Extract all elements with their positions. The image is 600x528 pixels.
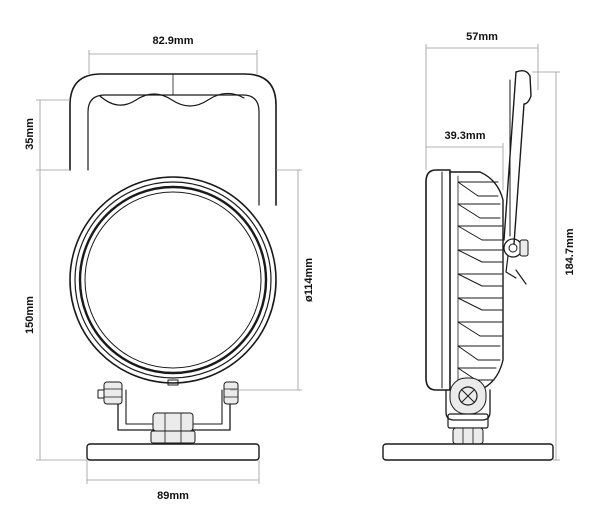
- dimension-depth-total: 57mm: [425, 31, 539, 170]
- bracket-front: [97, 381, 239, 444]
- lens-side: [425, 169, 451, 391]
- dimension-height-handle: 35mm: [24, 99, 70, 171]
- dim-label-diameter: ø114mm: [303, 258, 315, 302]
- dimension-height-body: 150mm: [24, 170, 87, 461]
- dimension-height-total: 184.7mm: [532, 71, 576, 461]
- dimension-width-handle: 82.9mm: [88, 35, 258, 74]
- cooling-fins: [457, 175, 503, 387]
- lamp-head-front: [69, 176, 277, 386]
- dimension-diameter: ø114mm: [230, 169, 315, 391]
- side-view: 57mm 39.3mm 184.7mm: [382, 31, 576, 461]
- dim-label-height-handle: 35mm: [24, 118, 36, 150]
- handle-front: [69, 73, 277, 206]
- dimension-width-base: 89mm: [86, 460, 260, 502]
- bracket-side: [445, 377, 491, 445]
- dimension-depth-body: 39.3mm: [426, 130, 504, 190]
- dim-label-depth-total: 57mm: [466, 31, 498, 43]
- housing-side: [449, 171, 504, 391]
- handle-side: [503, 69, 532, 285]
- dim-label-depth-body: 39.3mm: [445, 130, 486, 142]
- dim-label-width-base: 89mm: [157, 490, 189, 502]
- base-front: [86, 443, 260, 461]
- dim-label-width-handle: 82.9mm: [153, 35, 194, 47]
- dim-label-height-total: 184.7mm: [564, 228, 576, 275]
- front-view: 82.9mm 35mm 150mm ø114mm 89mm: [24, 35, 315, 502]
- base-side: [382, 443, 554, 461]
- dim-label-height-body: 150mm: [24, 296, 36, 334]
